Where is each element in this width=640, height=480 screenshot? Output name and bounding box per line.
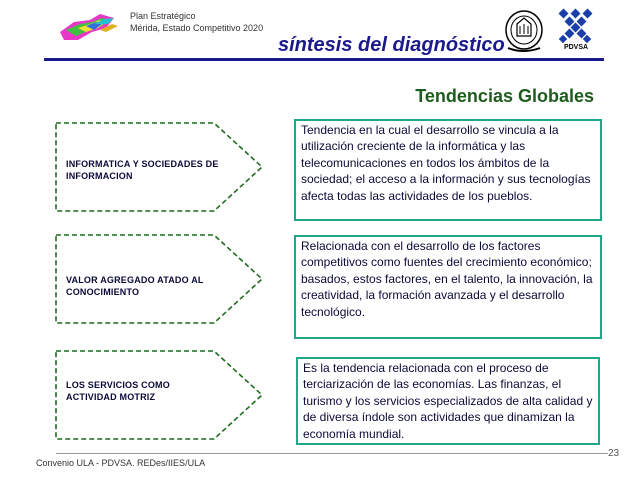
trend-label-3: LOS SERVICIOS COMO ACTIVIDAD MOTRIZ	[66, 379, 170, 403]
trend-label-line: CONOCIMIENTO	[66, 287, 140, 297]
trend-description-1: Tendencia en la cual el desarrollo se vi…	[294, 119, 602, 221]
trend-label-1: INFORMATICA Y SOCIEDADES DE INFORMACION	[66, 158, 219, 182]
trend-label-line: INFORMATICA Y SOCIEDADES DE	[66, 159, 219, 169]
plan-header: Plan Estratégico Mérida, Estado Competit…	[130, 10, 263, 34]
footer-credit: Convenio ULA - PDVSA. REDes/IIES/ULA	[36, 458, 206, 468]
slide-title: síntesis del diagnóstico	[278, 34, 505, 56]
trend-arrow-1: INFORMATICA Y SOCIEDADES DE INFORMACION	[52, 120, 266, 214]
trend-label-2: VALOR AGREGADO ATADO AL CONOCIMIENTO	[66, 274, 204, 298]
trend-arrow-3: LOS SERVICIOS COMO ACTIVIDAD MOTRIZ	[52, 348, 266, 442]
pdvsa-logo-icon	[556, 8, 596, 56]
trend-label-line: ACTIVIDAD MOTRIZ	[66, 392, 156, 402]
page-number: 23	[608, 448, 620, 459]
trend-arrow-2: VALOR AGREGADO ATADO AL CONOCIMIENTO	[52, 232, 266, 326]
arrow-shape	[55, 122, 264, 212]
header-rule	[44, 58, 604, 61]
arrow-shape	[55, 350, 264, 440]
trend-label-line: INFORMACION	[66, 171, 133, 181]
plan-subtitle: Mérida, Estado Competitivo 2020	[130, 23, 264, 33]
pdvsa-label: PDVSA	[563, 44, 589, 51]
trend-description-3: Es la tendencia relacionada con el proce…	[296, 357, 600, 445]
trend-label-line: LOS SERVICIOS COMO	[66, 380, 170, 390]
university-seal-icon	[502, 8, 546, 56]
trend-description-2: Relacionada con el desarrollo de los fac…	[294, 235, 602, 339]
section-heading: Tendencias Globales	[415, 86, 594, 106]
plan-title: Plan Estratégico	[130, 11, 196, 21]
trend-label-line: VALOR AGREGADO ATADO AL	[66, 275, 204, 285]
arrow-shape	[55, 234, 264, 324]
footer-rule	[56, 453, 608, 454]
merida-map-logo	[56, 10, 124, 46]
